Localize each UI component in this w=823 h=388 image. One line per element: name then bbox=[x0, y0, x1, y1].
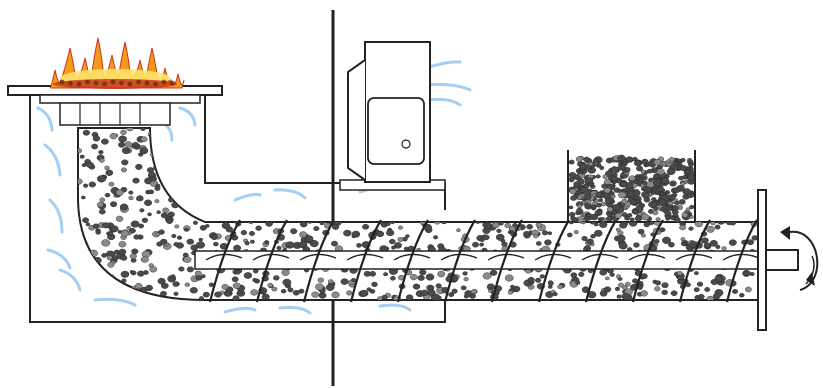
fan-icon bbox=[339, 41, 446, 191]
burner-grate bbox=[7, 85, 223, 126]
drive-shaft bbox=[757, 189, 799, 331]
pellet-hopper-icon bbox=[567, 150, 696, 223]
rotation-arrow-icon bbox=[780, 226, 819, 291]
auger-icon bbox=[194, 219, 761, 303]
flame-icon bbox=[49, 37, 185, 89]
